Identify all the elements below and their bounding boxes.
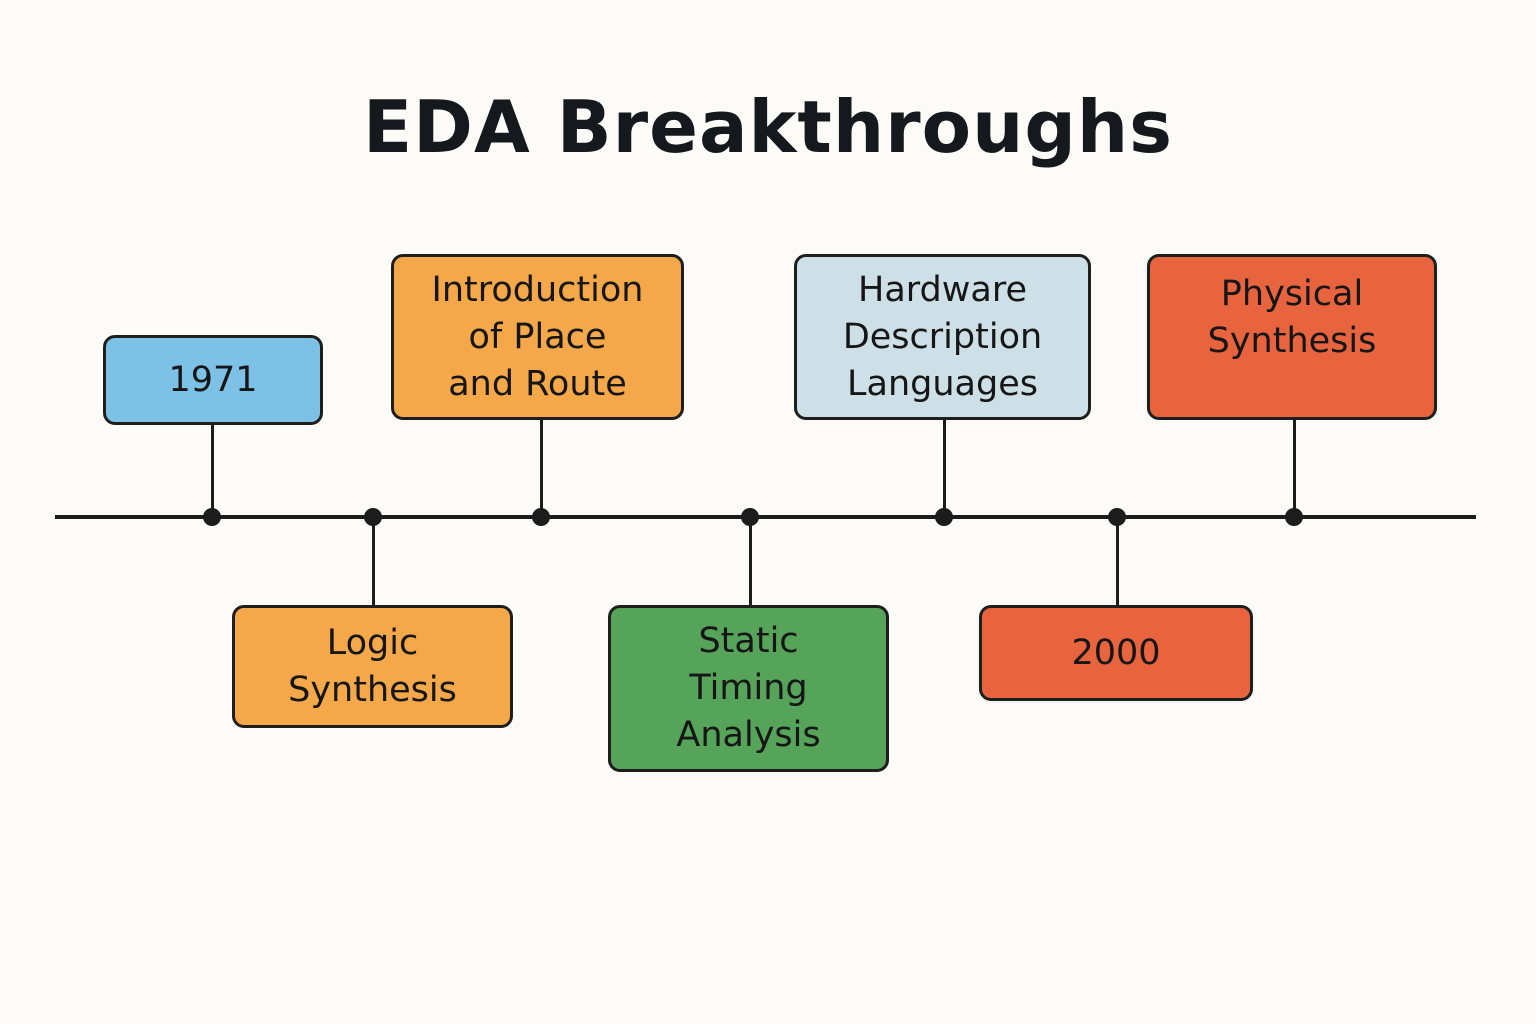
- event-label: Hardware Description Languages: [842, 269, 1043, 404]
- event-label: Static Timing Analysis: [676, 621, 821, 755]
- event-box-logic-synthesis: Logic Synthesis: [232, 605, 513, 728]
- connector-static-timing: [748, 517, 752, 607]
- page-title: EDA Breakthroughs: [363, 85, 1173, 169]
- event-box-physical-synthesis: Physical Synthesis: [1147, 254, 1437, 420]
- connector-physical-synthesis: [1292, 419, 1296, 517]
- event-box-2000: 2000: [979, 605, 1253, 701]
- connector-hdl: [942, 419, 946, 517]
- timeline-dot-physical-synthesis: [1285, 508, 1303, 526]
- connector-logic-synthesis: [371, 517, 375, 607]
- event-box-hdl: Hardware Description Languages: [794, 254, 1091, 420]
- event-box-static-timing: Static Timing Analysis: [608, 605, 889, 772]
- timeline-dot-hdl: [935, 508, 953, 526]
- timeline-dot-place-and-route: [532, 508, 550, 526]
- event-box-1971: 1971: [103, 335, 323, 425]
- event-label: Introduction of Place and Route: [431, 269, 644, 404]
- connector-place-and-route: [539, 419, 543, 517]
- connector-1971: [210, 424, 214, 517]
- connector-2000: [1115, 517, 1119, 607]
- event-label: Logic Synthesis: [288, 622, 457, 710]
- timeline-dot-1971: [203, 508, 221, 526]
- timeline-axis: [55, 515, 1476, 519]
- event-box-place-and-route: Introduction of Place and Route: [391, 254, 684, 420]
- event-label: 1971: [168, 359, 258, 400]
- event-label: 2000: [1071, 632, 1161, 673]
- event-label: Physical Synthesis: [1207, 274, 1377, 361]
